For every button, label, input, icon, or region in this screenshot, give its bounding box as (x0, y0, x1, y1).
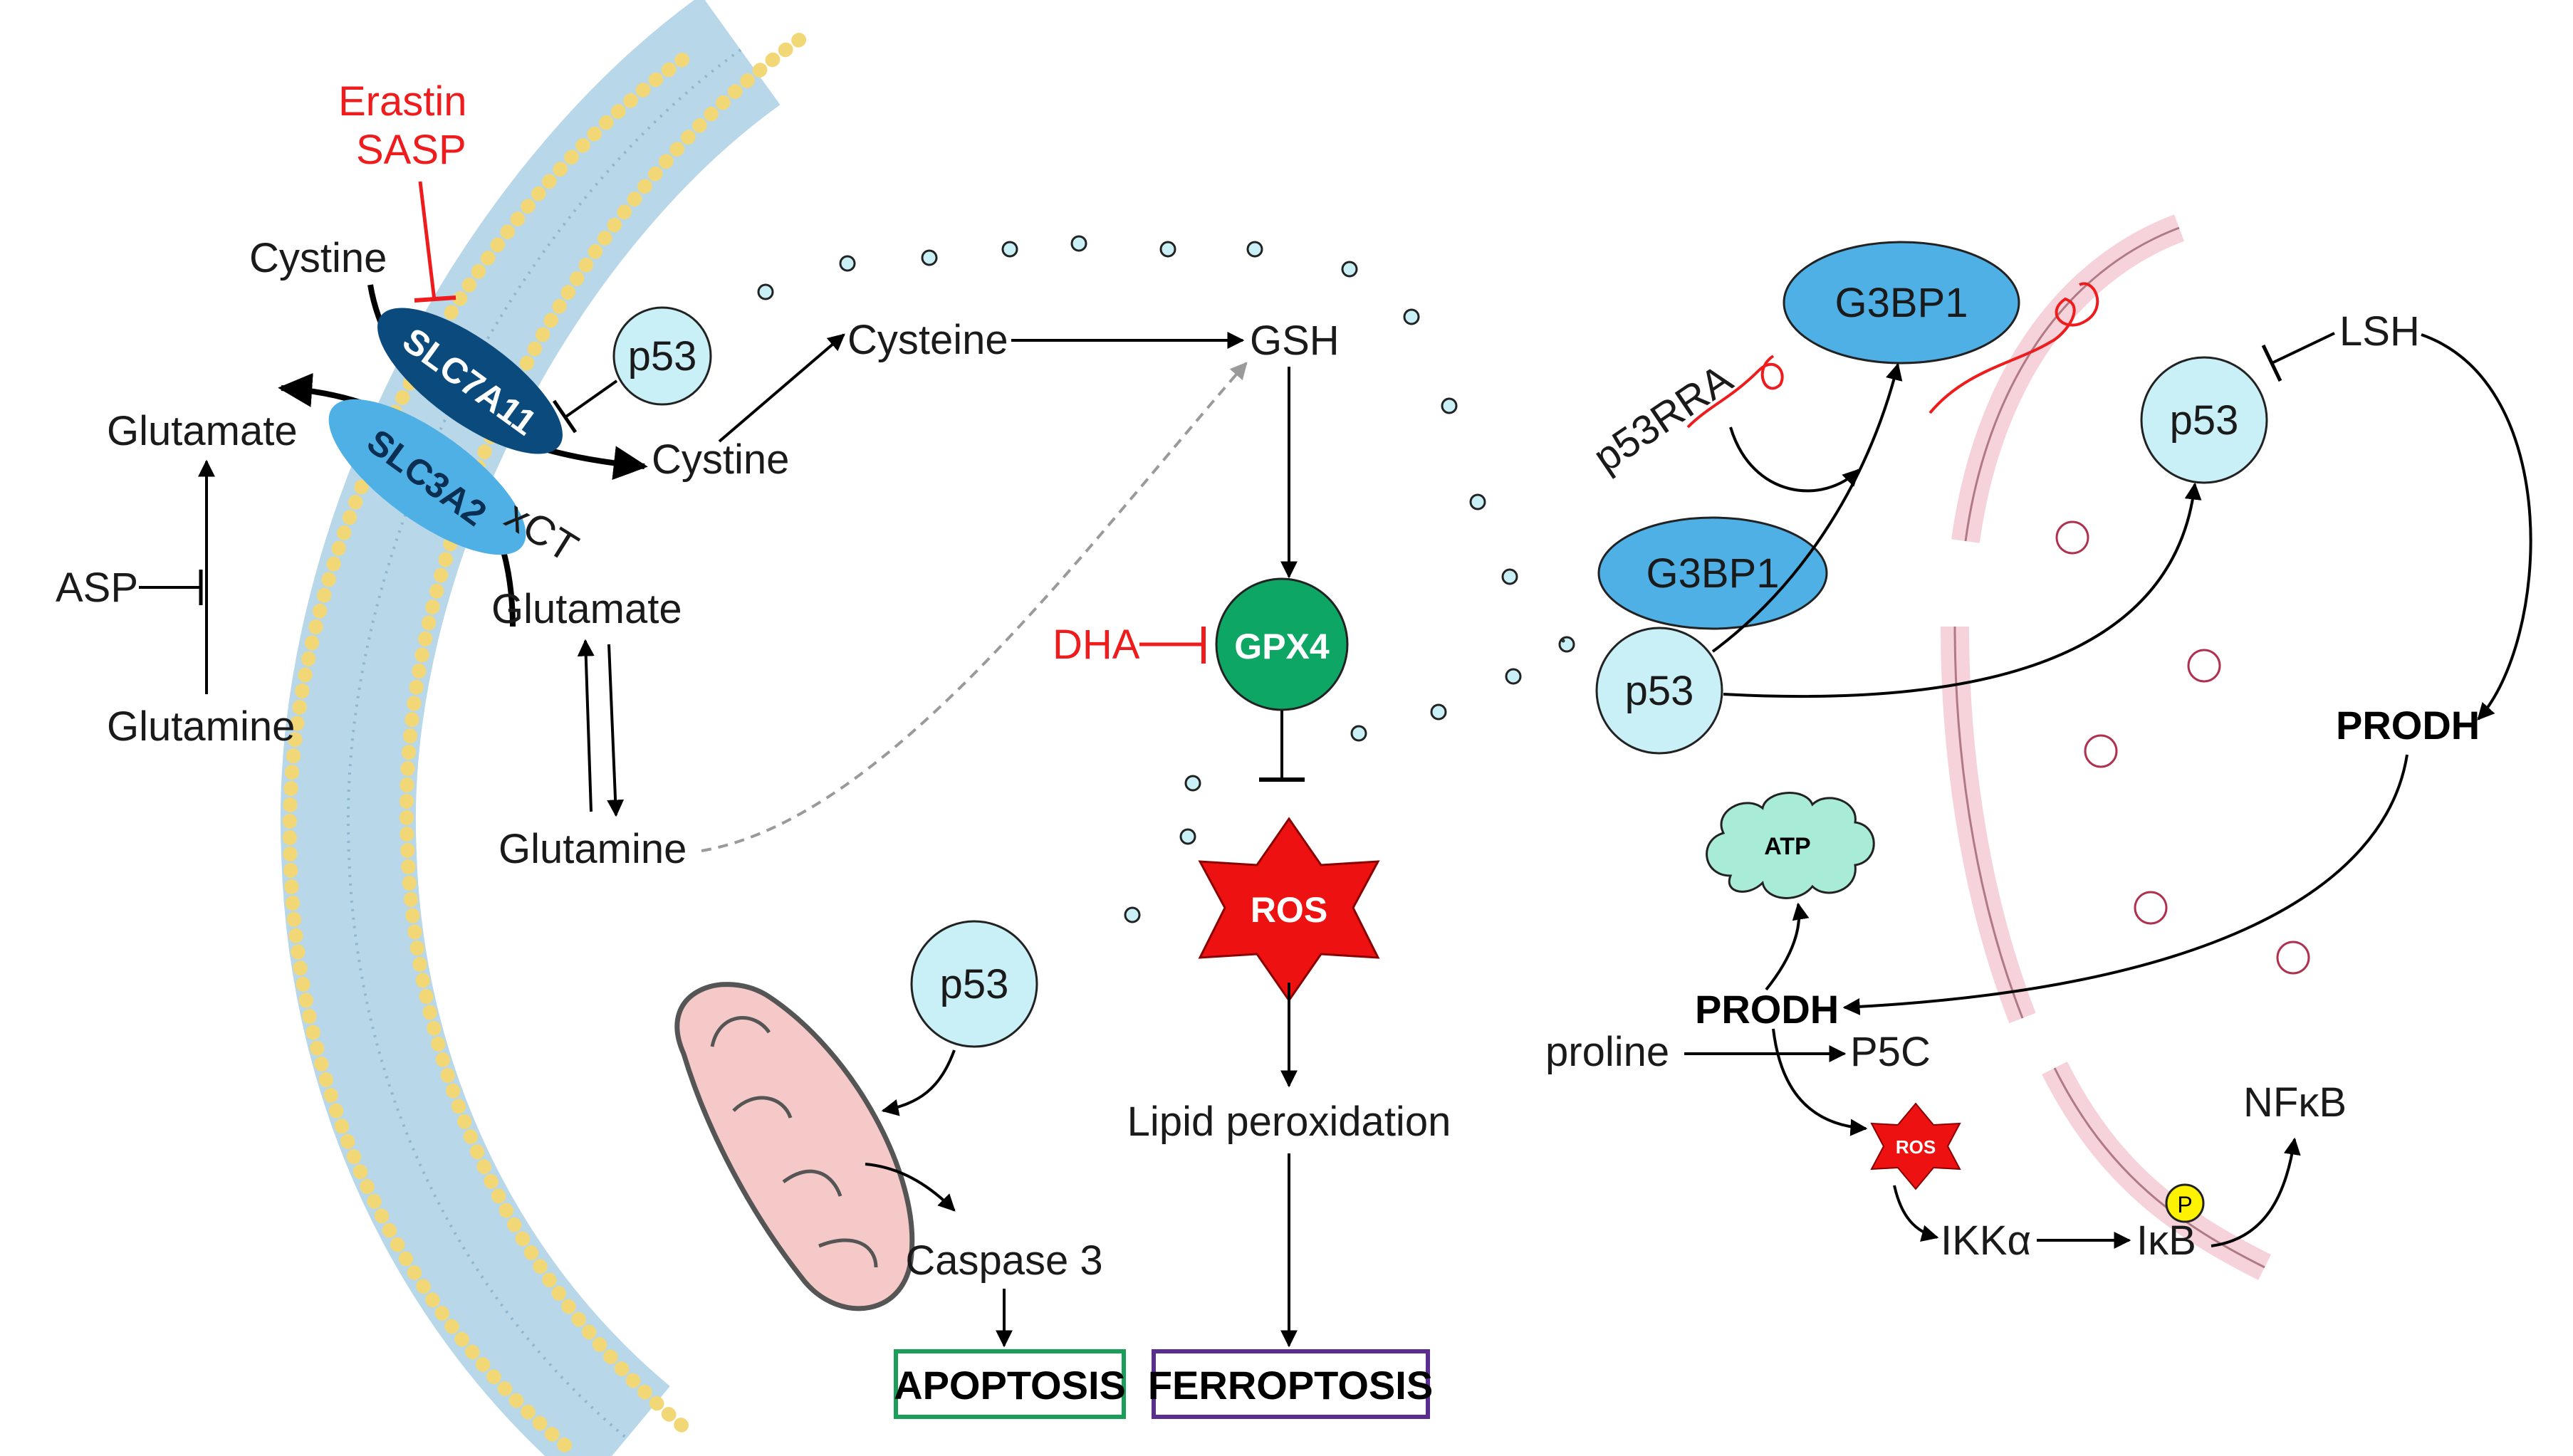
ferroptosis-box: FERROPTOSIS (1148, 1349, 1433, 1419)
caspase3-label: Caspase 3 (905, 1237, 1102, 1284)
p53rra-label: p53RRA (1585, 355, 1740, 481)
p53-mito-label: p53 (940, 961, 1009, 1007)
ros-small-label: ROS (1896, 1136, 1936, 1158)
p53-to-g3bp1-top-arrow (1711, 362, 1903, 653)
p53-mito-node: p53 (910, 920, 1038, 1048)
p53-to-mito-arrow (881, 1049, 956, 1116)
asp-label: ASP (56, 565, 138, 611)
ros-main-label: ROS (1251, 890, 1327, 930)
gsh-label: GSH (1250, 318, 1340, 364)
g3bp1-mid-label: G3BP1 (1646, 550, 1780, 597)
apoptosis-box: APOPTOSIS (894, 1349, 1126, 1419)
p53-to-p53-nucleus-arrow (1723, 482, 2202, 698)
cystine-to-cysteine-arrow (718, 333, 845, 443)
lsh-to-prodh-arrow (2421, 333, 2532, 721)
phospho-badge-label: P (2177, 1192, 2192, 1217)
p53-nucleus-node: p53 (2140, 356, 2268, 484)
lipid-peroxidation-label: Lipid peroxidation (1127, 1099, 1451, 1145)
proline-label: proline (1545, 1029, 1669, 1075)
g3bp1-mid-node: G3BP1 (1597, 516, 1828, 630)
mitochondrion (674, 982, 915, 1311)
g3bp1-top-node: G3BP1 (1783, 241, 2020, 365)
p5c-label: P5C (1850, 1029, 1931, 1075)
prodh-to-atp-arrow (1765, 902, 1810, 991)
mito-to-caspase-arrow (865, 1163, 956, 1212)
phospho-badge: P (2165, 1183, 2205, 1223)
p53-nucleus-label: p53 (2170, 397, 2239, 444)
nuclear-envelope (1941, 214, 2271, 1280)
glutamate-inside-label: Glutamate (491, 586, 682, 632)
dha-label: DHA (1053, 622, 1140, 668)
atp-cloud: ATP (1706, 792, 1875, 899)
gpx4-node: GPX4 (1215, 577, 1349, 711)
p53-transporter-node: p53 (612, 306, 712, 406)
asp-inhibition (139, 570, 203, 605)
glutamine-to-gsh-dashed-arrow (701, 362, 1248, 852)
dotted-arc (757, 235, 1575, 923)
lsh-p53-inhibition (2261, 332, 2335, 382)
ros-main-node: ROS (1198, 817, 1380, 1002)
ikb-label: IκB (2136, 1217, 2196, 1264)
lsh-label: LSH (2339, 308, 2420, 355)
prodh-bottom-label: PRODH (1695, 987, 1839, 1032)
g3bp1-top-label: G3BP1 (1835, 280, 1968, 326)
ikb-to-nfkb-arrow (2211, 1137, 2301, 1247)
glutamine-to-glutamate-inside-arrow (577, 639, 595, 812)
cystine-outside-label: Cystine (249, 235, 387, 281)
ikka-label: IKKα (1941, 1217, 2031, 1264)
cystine-inside-label: Cystine (652, 436, 789, 483)
erastin-inhibition (414, 181, 456, 303)
ros-to-ikka-arrow (1893, 1185, 1939, 1242)
p53-mid-node: p53 (1595, 627, 1723, 755)
rna-squiggle-2 (1929, 282, 2099, 414)
p53-transporter-label: p53 (628, 333, 697, 379)
cell-membrane (280, 0, 806, 1456)
nuclear-pores (2055, 520, 2310, 975)
glutamine-inside-label: Glutamine (499, 826, 687, 872)
prodh-right-to-bottom-arrow (1842, 754, 2408, 1015)
prodh-to-ros-arrow (1772, 1028, 1868, 1136)
rna-squiggle-1 (1686, 355, 1784, 429)
cysteine-label: Cysteine (847, 317, 1008, 363)
ros-small-node: ROS (1870, 1102, 1961, 1190)
ferroptosis-label: FERROPTOSIS (1148, 1363, 1433, 1408)
erastin-label: Erastin (338, 78, 467, 125)
glutamate-to-glutamine-inside-arrow (607, 644, 625, 817)
atp-label: ATP (1764, 833, 1810, 860)
nfkb-label: NFκB (2243, 1079, 2347, 1126)
p53-mid-label: p53 (1625, 668, 1694, 714)
prodh-right-label: PRODH (2336, 703, 2480, 748)
apoptosis-label: APOPTOSIS (894, 1363, 1126, 1408)
glutamate-outside-label: Glutamate (107, 408, 298, 454)
dha-inhibition (1139, 627, 1206, 664)
gpx4-label: GPX4 (1234, 627, 1330, 666)
sasp-label: SASP (356, 127, 466, 173)
gpx4-ros-inhibition (1259, 711, 1305, 782)
glutamine-outside-label: Glutamine (107, 703, 295, 750)
p53rra-to-g3bp1-arrow (1729, 426, 1860, 493)
p53-slc7a11-inhibition (552, 379, 618, 434)
slc7a11-transporter: SLC7A11 (377, 308, 563, 454)
